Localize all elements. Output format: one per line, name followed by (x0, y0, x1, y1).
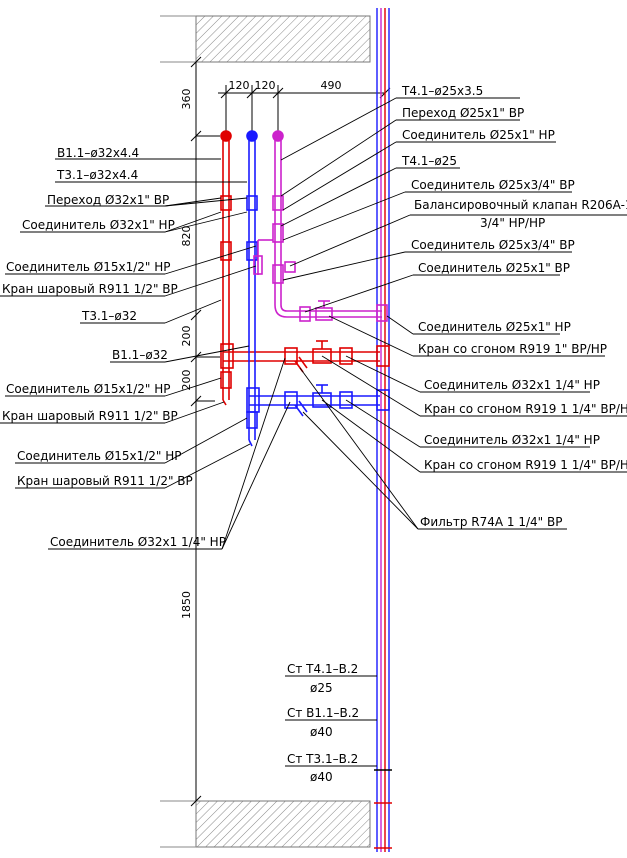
dimension-texts: 120 120 490 360 820 200 200 1850 (180, 79, 342, 619)
dim-v-4: 200 (180, 370, 193, 391)
label-connector-25-1-hp: Соединитель Ø25x1" НР (402, 128, 555, 142)
label-adapter-25: Переход Ø25x1" ВР (402, 106, 524, 120)
label-connector-15-c: Соединитель Ø15x1/2" НР (17, 449, 182, 463)
top-slab (160, 15, 371, 63)
label-riser-t31: Ст Т3.1–В.2 (287, 752, 358, 766)
label-adapter-32: Переход Ø32x1" ВР (47, 193, 169, 207)
label-balancing-valve: Балансировочный клапан R206A-1 (414, 198, 627, 212)
dim-h-2: 120 (255, 79, 276, 92)
label-balancing-valve-spec: 3/4" НР/НР (480, 216, 545, 230)
label-ball-valve-b: Кран шаровый R911 1/2" ВР (2, 409, 178, 423)
label-connector-15-b: Соединитель Ø15x1/2" НР (6, 382, 171, 396)
label-valve-r919-114-b: Кран со сгоном R919 1 1/4" ВР/НР (424, 458, 627, 472)
label-riser-t41-dia: ø25 (310, 681, 333, 695)
riser-labels: Ст Т4.1–В.2 ø25 Ст В1.1–В.2 ø40 Ст Т3.1–… (287, 662, 359, 784)
label-t31-32: Т3.1–ø32 (81, 309, 137, 323)
label-t31-pipe: Т3.1–ø32x4.4 (56, 168, 138, 182)
dimension-vertical (190, 56, 220, 807)
label-connector-25-34-a: Соединитель Ø25x3/4" ВР (411, 178, 575, 192)
leader-lines (0, 97, 627, 767)
label-riser-t41: Ст Т4.1–В.2 (287, 662, 358, 676)
label-connector-32-114-b: Соединитель Ø32x1 1/4" НР (424, 433, 600, 447)
hot-water-pipe (246, 130, 390, 447)
riser-lines (374, 8, 392, 852)
label-connector-15-a: Соединитель Ø15x1/2" НР (6, 260, 171, 274)
dimension-horizontal (218, 85, 391, 135)
label-v11-pipe: В1.1–ø32x4.4 (57, 146, 139, 160)
labels-left: В1.1–ø32x4.4 Т3.1–ø32x4.4 Переход Ø32x1"… (2, 146, 226, 549)
dim-h-1: 120 (229, 79, 250, 92)
circulation-pipe (253, 130, 388, 322)
dim-v-3: 200 (180, 326, 193, 347)
label-v11-32: В1.1–ø32 (112, 348, 168, 362)
label-connector-32-114: Соединитель Ø32x1 1/4" НР (50, 535, 226, 549)
dim-h-3: 490 (321, 79, 342, 92)
label-ball-valve-a: Кран шаровый R911 1/2" ВР (2, 282, 178, 296)
label-filter-r74a: Фильтр R74A 1 1/4" ВР (420, 515, 563, 529)
bottom-slab (160, 800, 371, 848)
label-t41-pipe: Т4.1–ø25x3.5 (401, 84, 483, 98)
label-riser-t31-dia: ø40 (310, 770, 333, 784)
dim-v-1: 360 (180, 89, 193, 110)
dim-v-5: 1850 (180, 591, 193, 619)
label-riser-v11: Ст В1.1–В.2 (287, 706, 359, 720)
cold-water-pipe (220, 130, 390, 406)
label-connector-25-34-b: Соединитель Ø25x3/4" ВР (411, 238, 575, 252)
label-connector-32-114-a: Соединитель Ø32x1 1/4" НР (424, 378, 600, 392)
label-t41-25: Т4.1–ø25 (401, 154, 457, 168)
label-valve-r919-1: Кран со сгоном R919 1" ВР/НР (418, 342, 607, 356)
label-connector-25-1-hp-b: Соединитель Ø25x1" НР (418, 320, 571, 334)
label-connector-25-1-bp: Соединитель Ø25x1" ВР (418, 261, 570, 275)
dim-v-2: 820 (180, 226, 193, 247)
label-ball-valve-c: Кран шаровый R911 1/2" ВР (17, 474, 193, 488)
labels-right: Т4.1–ø25x3.5 Переход Ø25x1" ВР Соедините… (401, 84, 627, 529)
label-riser-v11-dia: ø40 (310, 725, 333, 739)
label-valve-r919-114-a: Кран со сгоном R919 1 1/4" ВР/НР (424, 402, 627, 416)
label-connector-32-1: Соединитель Ø32x1" НР (22, 218, 175, 232)
